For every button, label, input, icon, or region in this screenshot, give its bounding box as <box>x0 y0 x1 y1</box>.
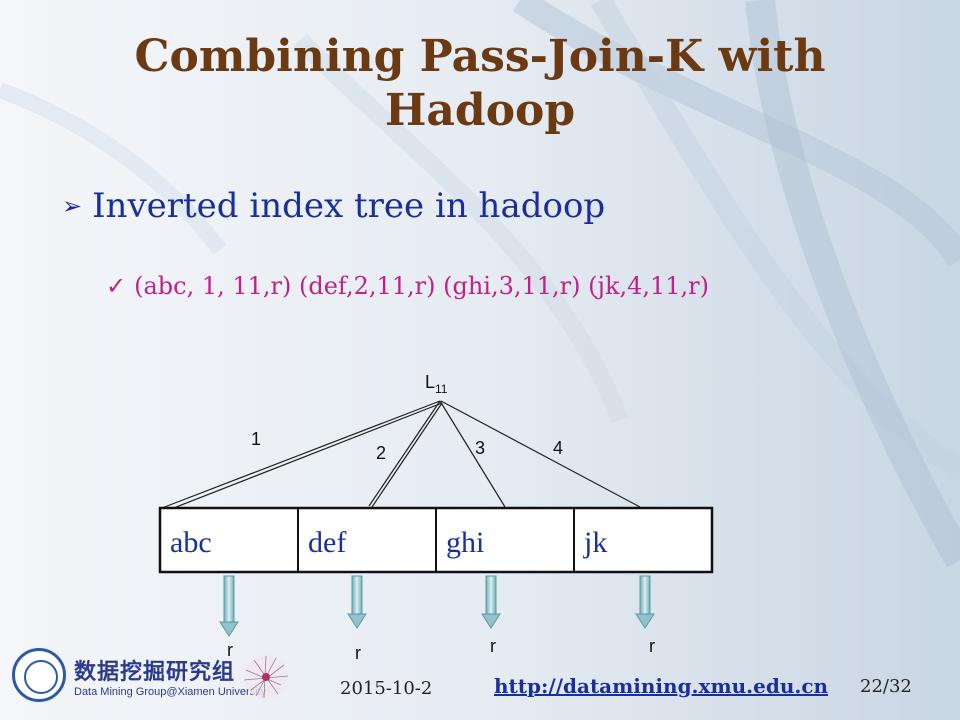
page-number: 22/32 <box>860 676 912 697</box>
sub-bullet-item: ✓(abc, 1, 11,r) (def,2,11,r) (ghi,3,11,r… <box>106 270 709 302</box>
down-arrow-icon <box>347 575 367 629</box>
edge-label-2: 2 <box>376 443 386 463</box>
bullet-text: Inverted index tree in hadoop <box>92 186 606 226</box>
bullet-item: ➢ Inverted index tree in hadoop <box>62 186 605 229</box>
down-arrow-icon <box>635 575 655 629</box>
network-graph-logo <box>243 655 289 699</box>
down-arrow-icon <box>219 575 239 637</box>
edge-3 <box>439 400 506 508</box>
university-seal-logo <box>12 648 66 702</box>
footer-date: 2015-10-2 <box>340 678 433 699</box>
leaf-label-r: r <box>227 640 233 660</box>
footer-url-link[interactable]: http://datamining.xmu.edu.cn <box>494 674 829 698</box>
tree-edges <box>161 400 641 512</box>
logo-chinese-text: 数据挖掘研究组 <box>74 660 236 685</box>
checkmark-icon: ✓ <box>106 272 127 300</box>
slide-title: Combining Pass-Join-K with Hadoop <box>134 31 826 136</box>
edge-label-3: 3 <box>475 438 485 458</box>
arrow-bullet-icon: ➢ <box>62 192 83 220</box>
sub-bullet-text: (abc, 1, 11,r) (def,2,11,r) (ghi,3,11,r)… <box>134 272 710 300</box>
edge-label-4: 4 <box>553 438 563 458</box>
edge-1 <box>161 400 441 509</box>
index-cell-jk: jk <box>583 526 607 559</box>
down-arrow-icon <box>481 575 501 629</box>
edge-4 <box>440 400 641 508</box>
index-cell-abc: abc <box>170 526 212 559</box>
edge-label-1: 1 <box>251 429 261 449</box>
logo-english-text: Data Mining Group@Xiamen University <box>74 686 267 698</box>
index-table: abc def ghi jk <box>158 506 714 574</box>
leaf-label-r: r <box>649 636 655 656</box>
index-cell-ghi: ghi <box>446 526 484 559</box>
index-cell-def: def <box>308 526 346 559</box>
edge-2 <box>368 400 441 507</box>
leaf-label-r: r <box>355 643 361 663</box>
down-arrows <box>219 575 655 637</box>
leaf-label-r: r <box>490 636 496 656</box>
root-node-label: L11 <box>425 372 448 396</box>
